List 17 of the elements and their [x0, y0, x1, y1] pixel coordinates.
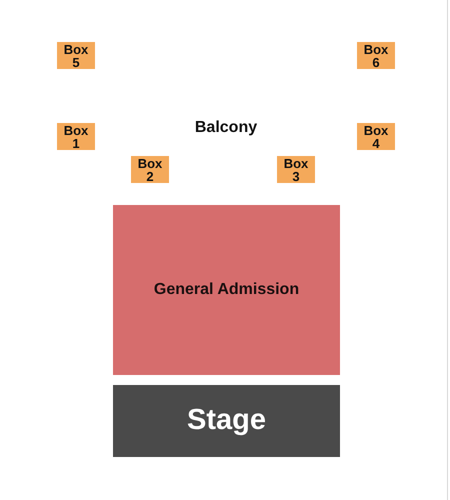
section-label: Box 2: [136, 156, 164, 182]
section-label: Box 3: [282, 156, 310, 182]
seating-box-section: [57, 123, 95, 150]
section-label: Box 6: [362, 42, 390, 68]
stage-area: [113, 385, 340, 457]
stage-label: Stage: [187, 403, 266, 438]
seating-box-section: [357, 123, 395, 150]
section-label: Box 1: [62, 124, 90, 150]
seating-box-section: [131, 156, 169, 183]
seating-box-section: [357, 42, 395, 69]
seating-box-section: [277, 156, 315, 183]
section-label: General Admission: [154, 280, 300, 300]
general-admission-area: [113, 205, 340, 375]
section-label: Box 5: [62, 42, 90, 68]
area-label: Balcony: [194, 118, 258, 138]
section-label: Box 4: [362, 124, 390, 150]
seating-box-section: [57, 42, 95, 69]
